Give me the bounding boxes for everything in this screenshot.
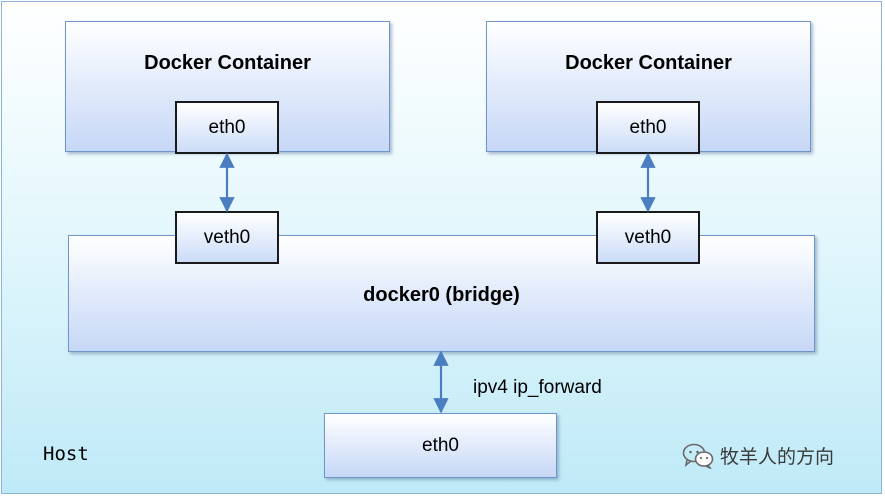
veth0-right: veth0	[596, 211, 700, 264]
ip-forward-label: ipv4 ip_forward	[473, 377, 602, 398]
container-eth0-left: eth0	[175, 101, 279, 154]
wechat-icon	[682, 443, 714, 469]
watermark-text: 牧羊人的方向	[720, 446, 835, 468]
host-eth0: eth0	[324, 413, 557, 478]
bridge-title: docker0 (bridge)	[363, 284, 520, 306]
container-title: Docker Container	[144, 52, 311, 74]
container-eth0-right: eth0	[596, 101, 700, 154]
host-eth0-label: eth0	[422, 434, 459, 456]
veth0-left: veth0	[175, 211, 279, 264]
watermark: 牧羊人的方向	[682, 442, 834, 469]
container-title: Docker Container	[565, 52, 732, 74]
host-label: Host	[43, 443, 89, 465]
